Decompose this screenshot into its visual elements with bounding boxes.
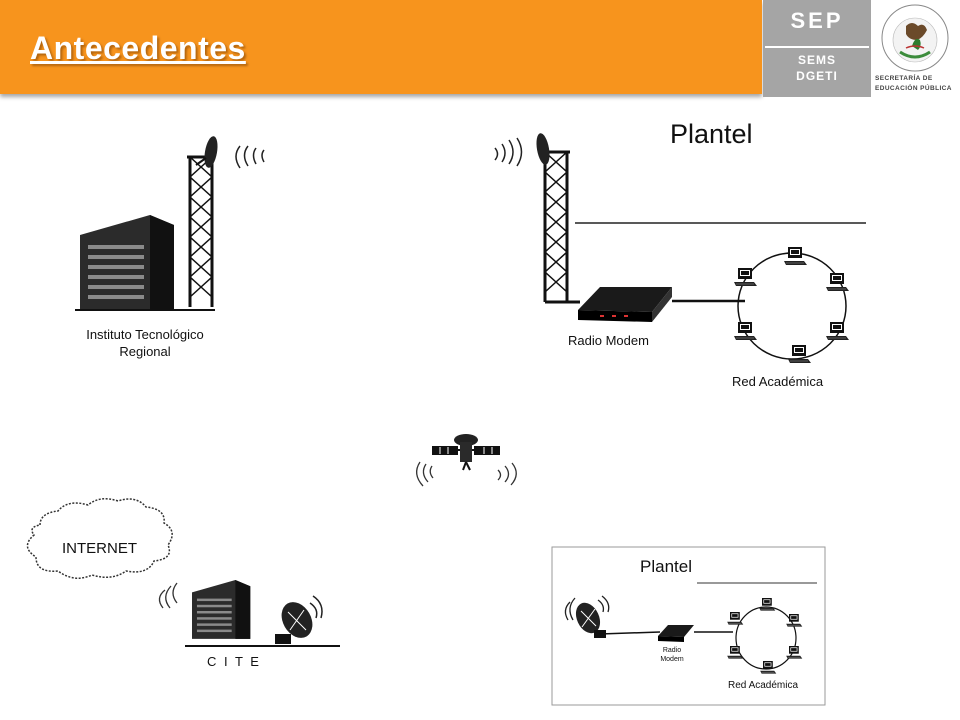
satellite-dish-icon bbox=[275, 602, 313, 644]
secretaria-line2: EDUCACIÓN PÚBLICA bbox=[875, 85, 952, 92]
signal-waves-icon bbox=[564, 595, 610, 621]
sep-logo: SEP SEMS DGETI SECRETARÍA DE EDUCACIÓN P… bbox=[763, 0, 960, 97]
plantel-top-title: Plantel bbox=[670, 119, 753, 149]
radio-modem-label: Radio Modem bbox=[568, 333, 649, 348]
computer-icon bbox=[825, 272, 850, 292]
sems-label: SEMS bbox=[797, 53, 836, 67]
plantel-top: Plantel Radio Modem bbox=[494, 119, 866, 389]
building-icon bbox=[192, 580, 251, 639]
academic-network bbox=[726, 597, 803, 674]
signal-waves-icon bbox=[309, 595, 323, 619]
sep-label: SEP bbox=[790, 8, 844, 33]
regional-institute: Instituto Tecnológico Regional bbox=[75, 136, 265, 359]
antenna-icon bbox=[195, 136, 218, 168]
inset-modem-label-line2: Modem bbox=[660, 656, 684, 663]
tower-icon bbox=[540, 150, 572, 304]
inset-network-label: Red Académica bbox=[728, 680, 798, 691]
page-title: Antecedentes bbox=[30, 30, 246, 66]
header-banner: Antecedentes bbox=[0, 0, 762, 94]
signal-waves-icon bbox=[235, 145, 265, 169]
tower-icon bbox=[185, 155, 217, 309]
building-icon bbox=[80, 215, 174, 310]
computer-icon bbox=[783, 246, 808, 266]
sep-block: SEP SEMS DGETI bbox=[763, 0, 871, 97]
computer-icon bbox=[733, 267, 758, 287]
satellite-icon bbox=[432, 434, 500, 471]
secretaria-line1: SECRETARÍA DE bbox=[875, 75, 933, 82]
cite-label: C I T E bbox=[207, 654, 261, 669]
signal-waves-icon bbox=[158, 582, 178, 609]
plantel-inset: Plantel Radio Modem bbox=[551, 546, 826, 706]
antenna-icon bbox=[536, 133, 550, 165]
computer-icon bbox=[787, 344, 812, 364]
signal-waves-icon bbox=[416, 461, 517, 487]
mexican-seal-icon bbox=[881, 4, 949, 72]
computer-icon bbox=[733, 321, 758, 341]
logo-divider bbox=[765, 46, 869, 48]
dgeti-label: DGETI bbox=[796, 69, 838, 83]
inset-modem-label-line1: Radio bbox=[663, 647, 681, 654]
computer-icon bbox=[825, 321, 850, 341]
secretaria-label: SECRETARÍA DE EDUCACIÓN PÚBLICA bbox=[875, 74, 959, 94]
signal-waves-icon bbox=[494, 137, 523, 167]
internet-cloud-icon bbox=[26, 498, 173, 579]
cite-site: INTERNET C I T E bbox=[26, 498, 340, 669]
regional-label-line2: Regional bbox=[119, 344, 170, 359]
plantel-inset-title: Plantel bbox=[640, 557, 692, 576]
regional-label-line1: Instituto Tecnológico bbox=[86, 327, 204, 342]
radio-modem-icon bbox=[578, 287, 672, 322]
academic-network-label: Red Académica bbox=[732, 374, 824, 389]
academic-network bbox=[733, 246, 850, 364]
internet-label: INTERNET bbox=[62, 540, 137, 557]
radio-modem-icon bbox=[658, 625, 694, 642]
